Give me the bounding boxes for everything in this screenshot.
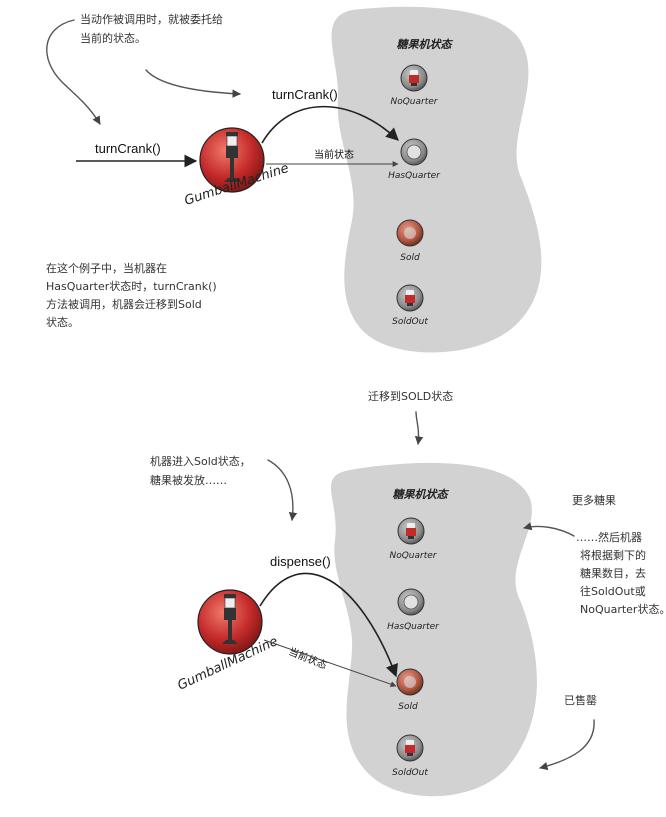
gumball-machine-icon — [409, 70, 419, 86]
state-label-hasquarter-top: HasQuarter — [388, 171, 441, 181]
then-note-line1: ……然后机器 — [576, 530, 642, 544]
call-label-arc-bottom: dispense() — [270, 554, 331, 569]
state-coin-hasquarter-bottom — [397, 588, 425, 616]
state-coin-soldout-top — [396, 284, 424, 312]
call-arrow-arc-top — [261, 105, 399, 144]
call-label-arc-top: turnCrank() — [272, 87, 338, 102]
note-delegate-arrow-1 — [46, 19, 101, 125]
state-panel-top — [331, 6, 542, 353]
gumball-machine-top — [199, 127, 265, 193]
panel-title-bottom: 糖果机状态 — [393, 488, 450, 501]
call-label-left-top: turnCrank() — [95, 141, 161, 156]
gumball-machine-icon — [405, 290, 415, 306]
then-note-arrow — [523, 522, 575, 537]
example-note-line3: 方法被调用，机器会迁移到Sold — [46, 297, 202, 311]
then-note-line2: 将根据剩下的 — [580, 548, 646, 562]
then-note-line3: 糖果数目，去 — [580, 566, 646, 580]
state-label-noquarter-top: NoQuarter — [390, 97, 438, 107]
sold-out-arrow — [539, 719, 595, 771]
gumball-machine-icon — [405, 740, 415, 756]
call-arrow-arc-bottom — [259, 572, 398, 678]
quarter-icon — [403, 594, 419, 610]
state-label-sold-bottom: Sold — [398, 702, 418, 712]
state-label-noquarter-bottom: NoQuarter — [389, 551, 437, 561]
state-label-sold-top: Sold — [400, 253, 420, 263]
gumball-machine-icon — [222, 594, 238, 644]
current-state-label-top: 当前状态 — [314, 148, 354, 161]
current-state-label-bottom: 当前状态 — [287, 645, 329, 672]
transition-label: 迁移到SOLD状态 — [368, 389, 453, 403]
state-label-soldout-bottom: SoldOut — [392, 768, 428, 778]
state-panel-bottom — [330, 462, 537, 797]
state-coin-noquarter-top — [400, 64, 428, 92]
note-dispense-line1: 机器进入Sold状态， — [150, 454, 251, 468]
transition-arrow — [414, 411, 424, 445]
quarter-icon — [406, 144, 422, 160]
gumball-machine-icon — [406, 523, 416, 539]
example-note-line4: 状态。 — [46, 315, 79, 329]
current-state-arrow-bottom — [263, 639, 397, 688]
then-note-line4: 往SoldOut或 — [580, 584, 646, 598]
gumball-icon — [404, 227, 416, 239]
state-coin-sold-top — [396, 219, 424, 247]
then-note-line5: NoQuarter状态。 — [580, 602, 666, 616]
note-delegate-line2: 当前的状态。 — [80, 31, 146, 45]
note-delegate-line1: 当动作被调用时，就被委托给 — [80, 12, 223, 26]
state-coin-noquarter-bottom — [397, 517, 425, 545]
gumball-icon — [404, 676, 416, 688]
state-coin-sold-bottom — [396, 668, 424, 696]
example-note-line1: 在这个例子中，当机器在 — [46, 261, 167, 275]
more-gumballs-label: 更多糖果 — [572, 493, 616, 507]
note-dispense-arrow — [267, 459, 298, 521]
panel-title-top: 糖果机状态 — [397, 38, 454, 51]
state-coin-soldout-bottom — [396, 734, 424, 762]
note-dispense-line2: 糖果被发放…… — [150, 473, 227, 487]
sold-out-label: 已售罄 — [564, 693, 597, 707]
example-note-line2: HasQuarter状态时，turnCrank() — [46, 279, 217, 293]
note-delegate-arrow-2 — [145, 69, 241, 98]
state-label-hasquarter-bottom: HasQuarter — [387, 622, 440, 632]
state-coin-hasquarter-top — [400, 138, 428, 166]
gumball-machine-icon — [224, 132, 240, 182]
state-label-soldout-top: SoldOut — [392, 317, 428, 327]
gumball-machine-bottom — [197, 589, 263, 655]
